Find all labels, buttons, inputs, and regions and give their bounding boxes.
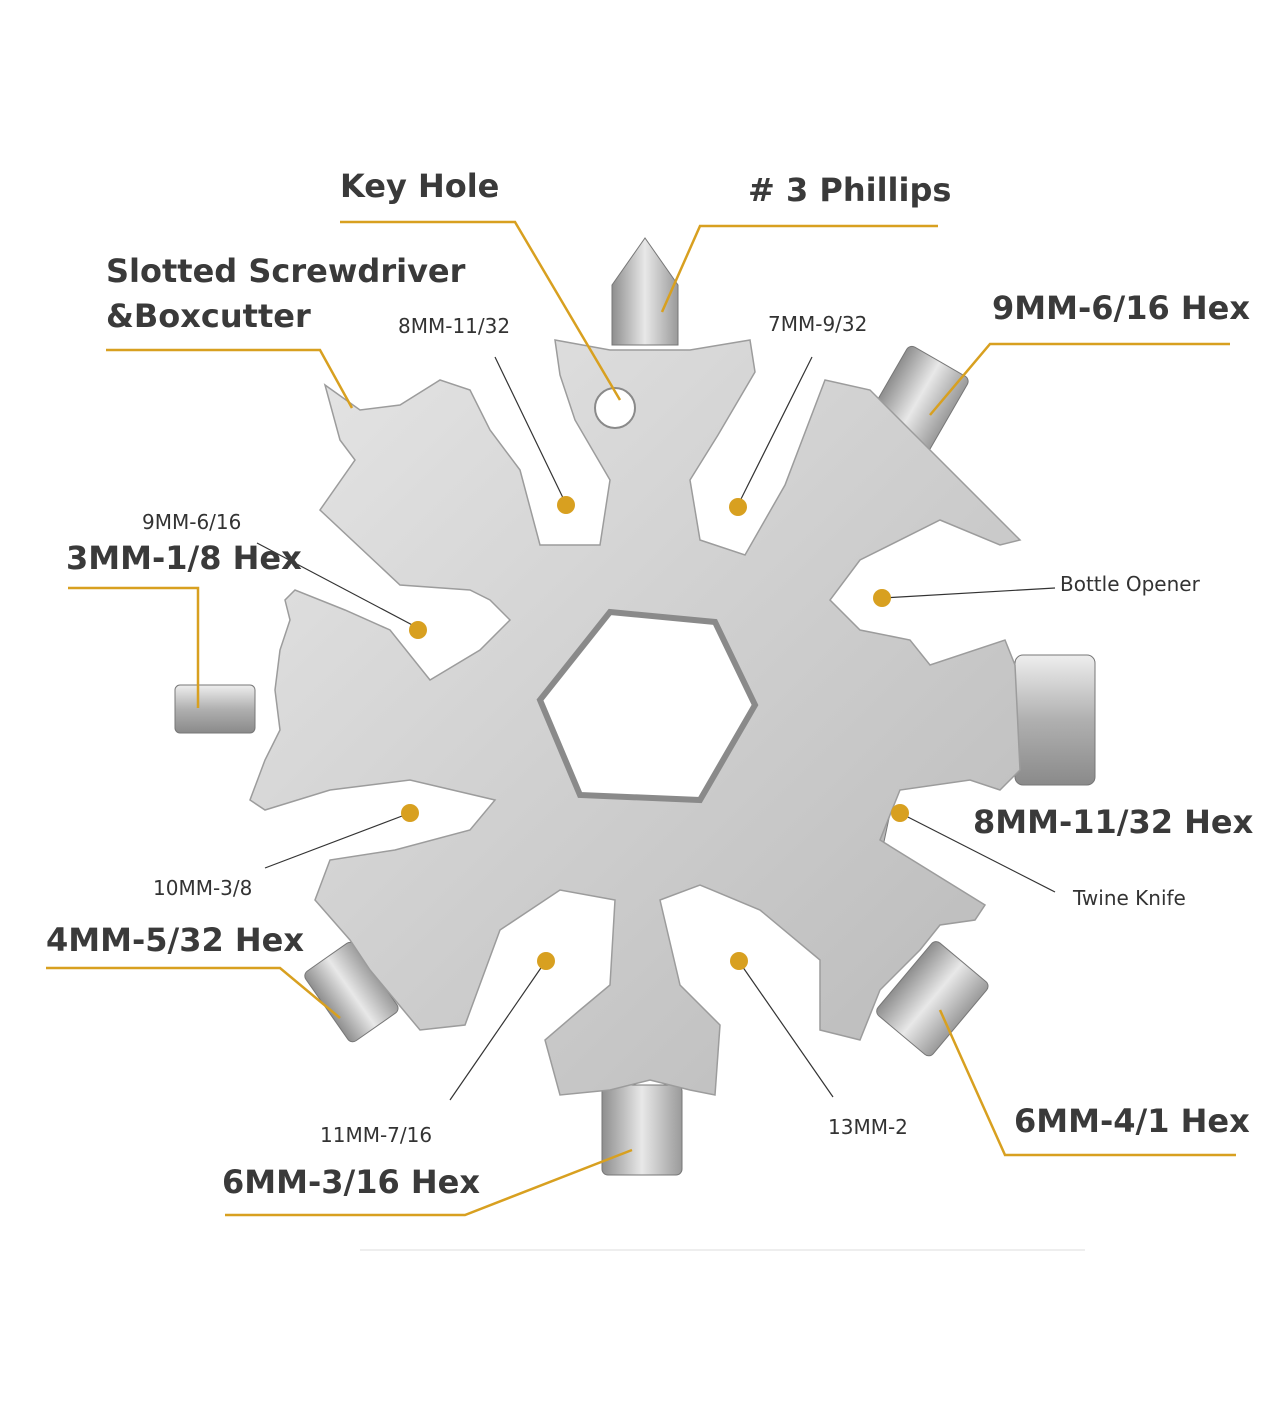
- hex-bit-left: [174, 684, 256, 734]
- dot-13mm-wrench: [730, 952, 748, 970]
- dot-9mm-wrench: [409, 621, 427, 639]
- leader-hex-9mm: [929, 342, 1230, 416]
- label-wrench-11mm: 11MM-7/16: [320, 1123, 433, 1147]
- label-bottle-opener: Bottle Opener: [1060, 572, 1200, 596]
- dot-twine-knife: [891, 804, 909, 822]
- leader-hex-6mm-316: [225, 1148, 633, 1217]
- dot-11mm-wrench: [537, 952, 555, 970]
- label-wrench-8mm: 8MM-11/32: [398, 314, 511, 338]
- leader-8mm-wrench: [494, 356, 566, 503]
- leader-7mm-wrench: [737, 356, 813, 506]
- center-hex-wrench: [536, 608, 759, 804]
- leader-lines-minor: [256, 356, 1056, 1101]
- leader-13mm-wrench: [739, 962, 834, 1098]
- label-hex-9mm: 9MM-6/16 Hex: [992, 289, 1250, 327]
- hex-bit-bottom: [601, 1084, 683, 1176]
- dot-bottle-opener: [873, 589, 891, 607]
- label-slotted-line2: &Boxcutter: [106, 297, 311, 335]
- leader-slotted: [106, 348, 354, 409]
- leader-hex-3mm: [68, 586, 200, 708]
- key-hole: [594, 387, 636, 429]
- leader-11mm-wrench: [449, 961, 546, 1101]
- hex-bit-lower-right: [876, 941, 989, 1057]
- dot-10mm-wrench: [401, 804, 419, 822]
- leader-hex-4mm: [46, 966, 341, 1019]
- label-hex-4mm: 4MM-5/32 Hex: [46, 921, 304, 959]
- label-hex-6mm-316: 6MM-3/16 Hex: [222, 1163, 480, 1201]
- hex-bit-right: [1014, 654, 1096, 786]
- phillips-bit: [611, 237, 679, 346]
- label-hex-3mm: 3MM-1/8 Hex: [66, 539, 302, 577]
- label-wrench-7mm: 7MM-9/32: [768, 312, 868, 336]
- leader-10mm-wrench: [264, 812, 411, 869]
- label-hex-8mm: 8MM-11/32 Hex: [973, 803, 1254, 841]
- label-hex-6mm-41: 6MM-4/1 Hex: [1014, 1102, 1250, 1140]
- label-wrench-10mm: 10MM-3/8: [153, 876, 253, 900]
- label-wrench-9mm: 9MM-6/16: [142, 510, 242, 534]
- dot-7mm-wrench: [729, 498, 747, 516]
- leader-hex-6mm-41: [938, 1009, 1236, 1157]
- label-phillips: # 3 Phillips: [748, 171, 952, 209]
- leader-key-hole: [340, 220, 622, 401]
- label-wrench-13mm: 13MM-2: [828, 1115, 908, 1139]
- snowflake-tool: [174, 237, 1096, 1176]
- label-slotted-line1: Slotted Screwdriver: [106, 252, 466, 290]
- leader-9mm-wrench: [256, 542, 419, 629]
- leader-phillips: [660, 224, 938, 313]
- dot-8mm-wrench: [557, 496, 575, 514]
- leader-lines-major: [46, 220, 1236, 1217]
- label-key-hole: Key Hole: [340, 167, 500, 205]
- leader-twine-knife: [899, 812, 1056, 893]
- leader-bottle-opener: [882, 587, 1056, 599]
- label-twine-knife: Twine Knife: [1073, 886, 1186, 910]
